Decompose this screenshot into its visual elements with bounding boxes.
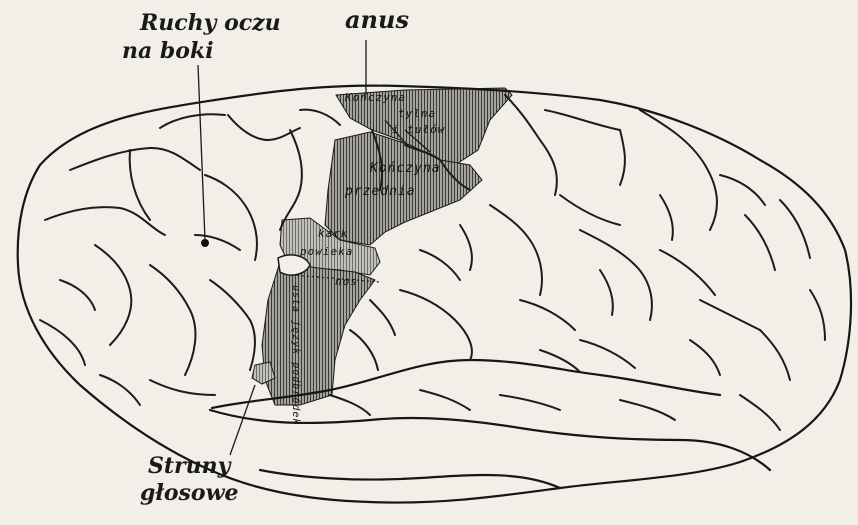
leader-eye-movement [198, 65, 205, 240]
label-eye-movement-line1: Ruchy oczu [140, 12, 281, 34]
label-neck-line2: powieka [300, 246, 353, 257]
label-neck-line1: kark [318, 228, 349, 239]
label-eye-movement-line2: na boki [122, 40, 214, 62]
label-hind-limb-line2: tylna [398, 108, 436, 119]
eye-movement-marker [201, 239, 209, 247]
label-fore-limb-line2: przednia [345, 185, 416, 198]
label-vocal-cords-line2: głosowe [140, 482, 239, 504]
label-hind-limb-line1: Kończyna [345, 92, 406, 103]
label-vocal-cords-line1: Struny [148, 455, 230, 477]
label-fore-limb-line1: Kończyna [370, 162, 441, 175]
label-nose: nos [335, 276, 358, 287]
label-hind-limb-line3: i tułów [392, 124, 445, 135]
label-mouth-tongue-lips: usta język podbródek [290, 285, 300, 425]
label-anus: anus [345, 8, 409, 32]
